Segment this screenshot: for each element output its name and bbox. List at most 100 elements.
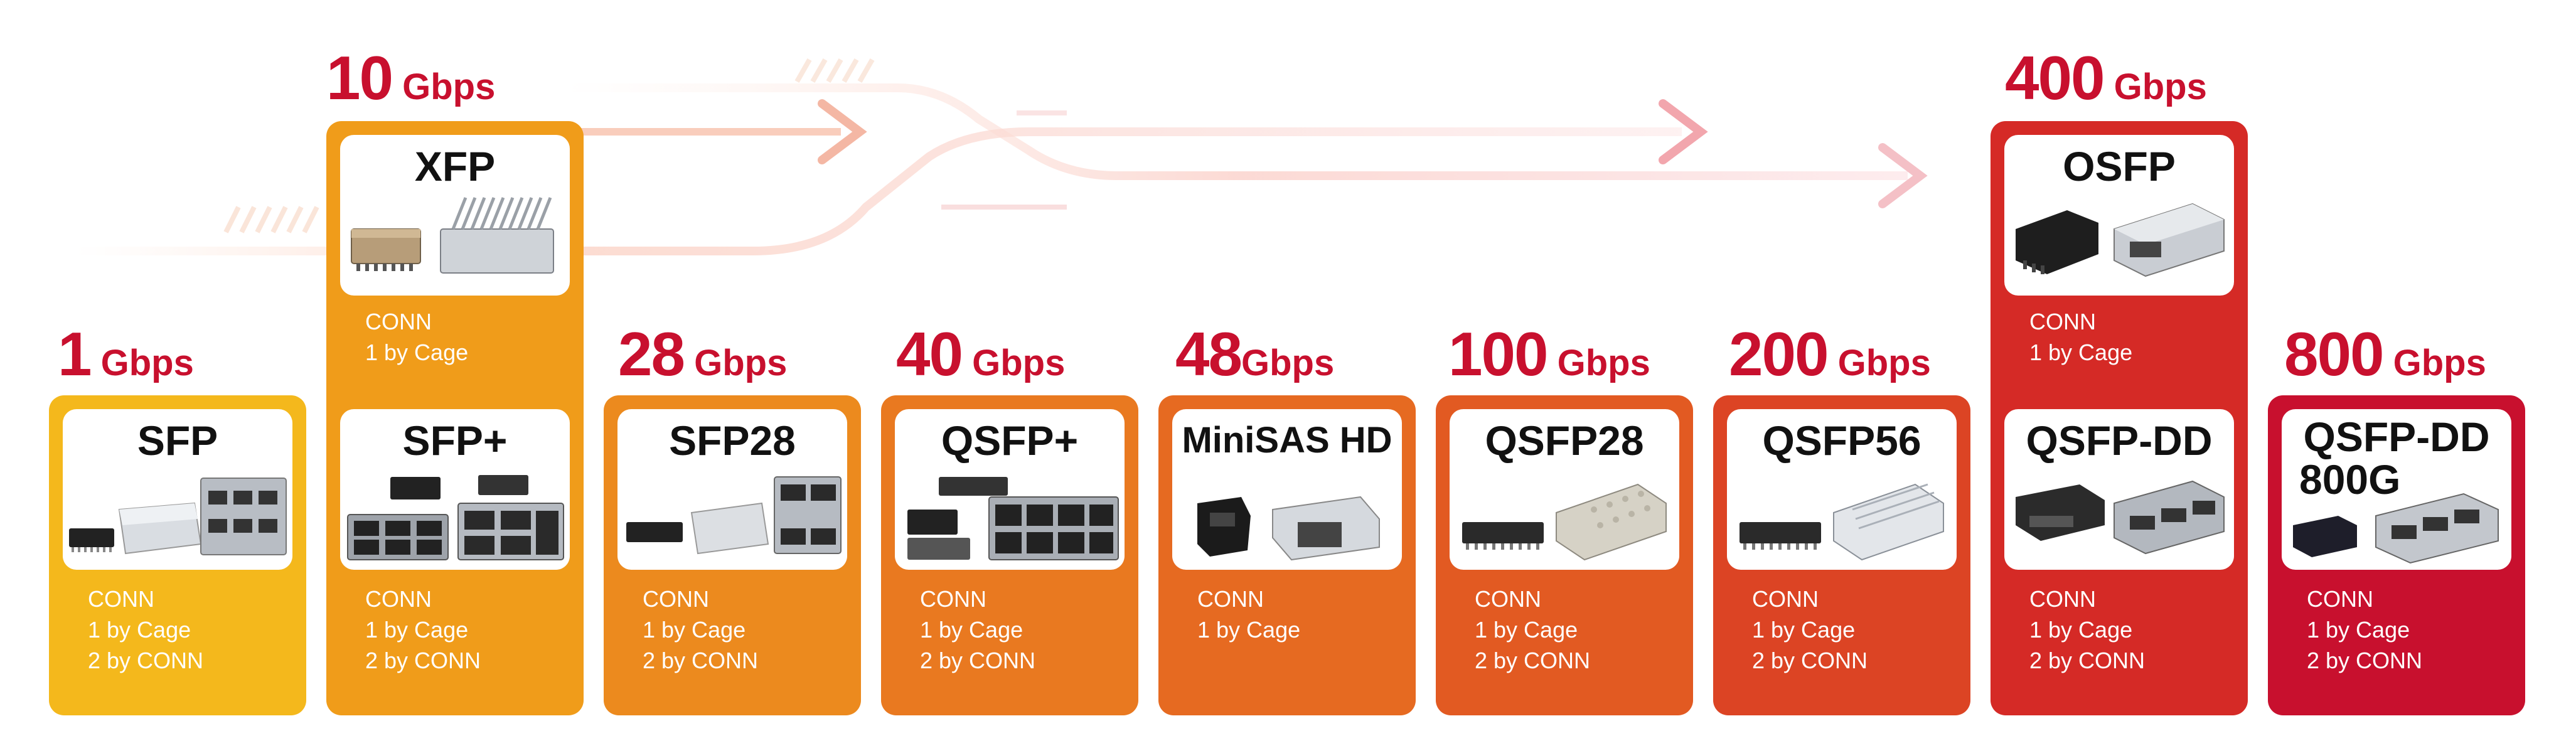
product-description: CONN 1 by Cage 2 by CONN [2307,584,2422,676]
description-line: CONN [1197,586,1264,612]
product-name: MiniSAS HD [1182,420,1392,461]
speed-number: 28 [618,319,685,388]
speed-label-100g: 100 Gbps [1448,323,1650,385]
product-name: SFP+ [402,417,508,464]
hatch-2 [794,58,875,83]
product-description: CONN 1 by Cage 2 by CONN [88,584,203,676]
speed-label-800g: 800 Gbps [2284,323,2486,385]
description-line: 1 by Cage [1197,617,1301,643]
product-card-minisas-hd[interactable]: MiniSAS HD [1172,409,1402,570]
description-line: CONN [365,309,432,334]
product-name: QSFP+ [941,417,1079,464]
speed-unit: Gbps [684,343,788,383]
speed-label-48g: 48Gbps [1175,323,1334,385]
streak-1 [75,127,1682,255]
description-line: 1 by Cage [1752,617,1856,643]
speed-number: 48 [1175,319,1243,388]
product-card-osfp[interactable]: OSFP [2004,135,2234,296]
product-card-qsfp56[interactable]: QSFP56 [1727,409,1957,570]
description-line: CONN [2029,586,2096,612]
connector-image-icon [1197,496,1380,561]
description-line: 2 by CONN [1475,648,1591,673]
product-card-qsfp28[interactable]: QSFP28 [1450,409,1679,570]
product-name-line2: 800G [2299,456,2401,503]
description-line: 1 by Cage [1475,617,1578,643]
product-description: CONN 1 by Cage [2029,306,2132,368]
product-card-sfp-plus[interactable]: SFP+ [340,409,570,570]
product-card-qsfp-plus[interactable]: QSFP+ [895,409,1125,570]
product-card-qsfp-dd-800g[interactable]: QSFP-DD 800G [2282,409,2511,570]
connector-image-icon [2016,480,2225,555]
description-line: 1 by Cage [643,617,746,643]
speed-unit: Gbps [1241,343,1335,383]
description-line: CONN [1475,586,1541,612]
column-10g: XFP CONN 1 by Cage SFP+ CONN 1 by Cage 2… [326,121,584,715]
column-28g: SFP28 CONN 1 by Cage 2 by CONN [604,395,861,715]
product-name: QSFP-DD [2026,417,2213,464]
product-description: CONN 1 by Cage [365,306,468,368]
speed-unit: Gbps [962,343,1066,383]
product-name: XFP [414,143,496,190]
arrow-head-3 [1878,143,1928,208]
description-line: 1 by Cage [2029,339,2133,365]
description-line: CONN [365,586,432,612]
speed-number: 200 [1729,319,1829,388]
description-line: 2 by CONN [88,648,204,673]
speed-unit: Gbps [2103,67,2207,107]
arrow-head-1 [818,99,867,164]
speed-unit: Gbps [392,67,496,107]
description-line: 2 by CONN [365,648,481,673]
speed-label-400g: 400 Gbps [2005,47,2207,109]
speed-number: 400 [2005,43,2105,112]
product-name: QSFP56 [1762,417,1921,464]
description-line: 2 by CONN [2029,648,2146,673]
connector-image-icon [1740,483,1944,561]
product-description: CONN 1 by Cage 2 by CONN [1752,584,1868,676]
product-name: QSFP28 [1485,417,1644,464]
speed-label-10g: 10 Gbps [326,47,495,109]
speed-unit: Gbps [2383,343,2486,383]
product-card-sfp28[interactable]: SFP28 [617,409,847,570]
description-line: CONN [88,586,154,612]
product-description: CONN 1 by Cage [1197,584,1300,645]
speed-number: 800 [2284,319,2385,388]
product-name: QSFP-DD [2303,414,2490,460]
product-description: CONN 1 by Cage 2 by CONN [2029,584,2145,676]
column-1g: SFP CONN 1 by Cage 2 by CONN [49,395,306,715]
product-card-sfp[interactable]: SFP [63,409,292,570]
description-line: CONN [2307,586,2373,612]
connector-image-icon [907,477,1119,560]
description-line: CONN [920,586,986,612]
description-line: 1 by Cage [365,617,469,643]
column-48g: MiniSAS HD CONN 1 by Cage [1158,395,1416,715]
speed-unit: Gbps [90,343,194,383]
product-card-qsfp-dd[interactable]: QSFP-DD [2004,409,2234,570]
product-name: SFP [137,417,218,464]
column-200g: QSFP56 CONN 1 by Cage 2 by CONN [1713,395,1970,715]
product-name: SFP28 [669,417,796,464]
product-description: CONN 1 by Cage 2 by CONN [920,584,1035,676]
description-line: CONN [1752,586,1819,612]
description-line: 2 by CONN [920,648,1036,673]
product-description: CONN 1 by Cage 2 by CONN [1475,584,1590,676]
description-line: 1 by Cage [88,617,191,643]
speed-number: 1 [58,319,92,388]
description-line: CONN [643,586,709,612]
description-line: 1 by Cage [2307,617,2410,643]
speed-unit: Gbps [1827,343,1931,383]
speed-unit: Gbps [1547,343,1650,383]
product-description: CONN 1 by Cage 2 by CONN [365,584,481,676]
speed-number: 40 [896,319,963,388]
connector-image-icon [347,475,564,560]
description-line: 1 by Cage [2029,617,2133,643]
speed-label-28g: 28 Gbps [618,323,787,385]
description-line: 2 by CONN [2307,648,2423,673]
product-card-xfp[interactable]: XFP [340,135,570,296]
connector-image-icon [2293,493,2499,564]
column-800g: QSFP-DD 800G CONN 1 by Cage 2 by CONN [2268,395,2525,715]
description-line: CONN [2029,309,2096,334]
product-description: CONN 1 by Cage 2 by CONN [643,584,758,676]
description-line: 1 by Cage [365,339,469,365]
connector-image-icon [626,476,842,555]
column-400g: OSFP CONN 1 by Cage QSFP-DD CONN 1 by Ca… [1991,121,2248,715]
